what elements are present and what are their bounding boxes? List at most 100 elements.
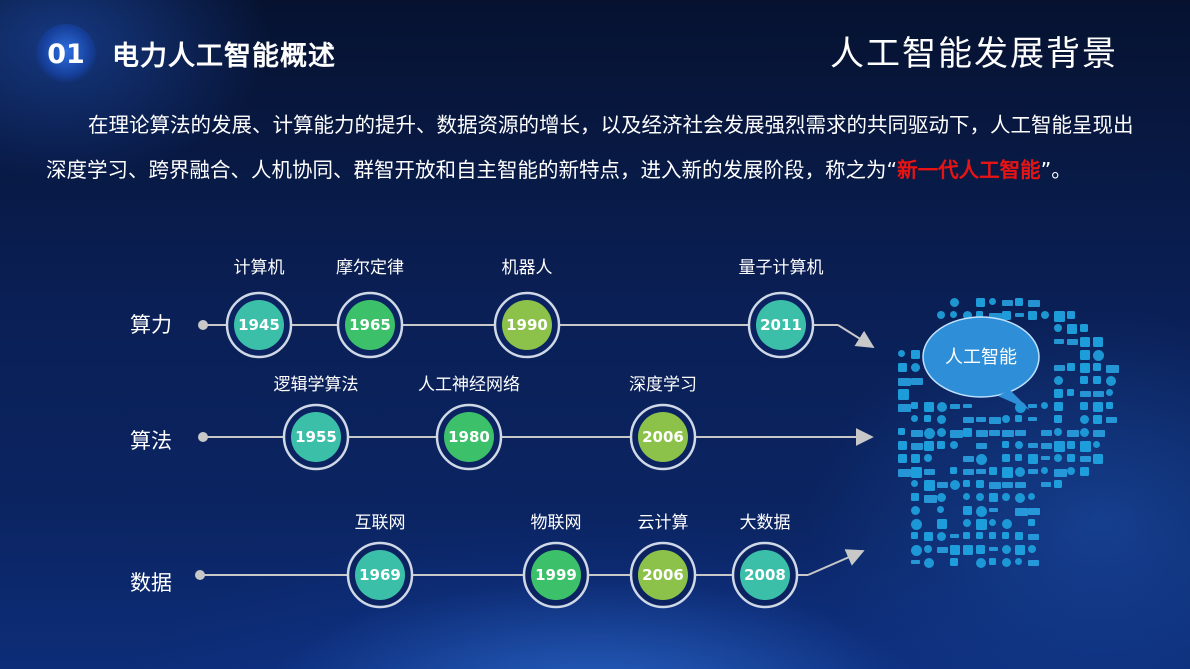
head-icon-dot xyxy=(1106,376,1116,386)
head-icon-tile xyxy=(963,480,970,487)
head-icon-bar xyxy=(963,417,974,423)
head-icon-bar xyxy=(1067,430,1079,437)
head-icon-tile xyxy=(1015,298,1023,306)
head-icon-tile xyxy=(1054,311,1065,322)
head-icon-dot xyxy=(1028,545,1036,553)
head-icon-dot xyxy=(937,506,944,513)
head-icon-bar xyxy=(1067,339,1078,345)
head-icon-dot xyxy=(950,480,960,490)
head-icon-tile xyxy=(1067,454,1075,462)
head-icon-dot xyxy=(1041,311,1049,319)
head-icon-bar xyxy=(1028,443,1038,448)
head-icon-dot xyxy=(937,415,946,424)
head-icon-tile xyxy=(963,545,973,555)
node-year: 1969 xyxy=(359,566,401,584)
node-year: 2006 xyxy=(642,566,684,584)
head-icon-bar xyxy=(950,404,960,409)
head-icon-dot xyxy=(1015,558,1022,565)
intro-paragraph: 在理论算法的发展、计算能力的提升、数据资源的增长，以及经济社会发展强烈需求的共同… xyxy=(46,103,1146,193)
head-icon-dot xyxy=(950,298,959,307)
head-icon-bar xyxy=(1028,404,1037,408)
head-icon-bar xyxy=(1093,430,1105,437)
head-icon-dot xyxy=(950,311,957,318)
head-icon-dot xyxy=(1002,558,1011,567)
head-icon-dot xyxy=(1015,467,1025,477)
head-icon-bar xyxy=(976,469,986,474)
head-icon-tile xyxy=(989,558,996,565)
head-icon-tile xyxy=(924,480,935,491)
head-icon-bar xyxy=(898,469,911,477)
head-icon-tile xyxy=(1067,324,1077,334)
head-icon-dot xyxy=(1002,519,1012,529)
head-icon-bar xyxy=(1015,482,1026,488)
head-icon-dot xyxy=(989,298,996,305)
head-icon-dot xyxy=(911,480,918,487)
head-icon-bar xyxy=(1015,430,1026,436)
head-icon-tile xyxy=(1002,454,1010,462)
head-icon-dot xyxy=(1041,467,1048,474)
head-icon-tile xyxy=(1093,402,1103,412)
head-icon-bar xyxy=(976,443,987,449)
head-icon-tile xyxy=(989,532,996,539)
head-icon-dot xyxy=(1093,441,1100,448)
head-icon-tile xyxy=(1002,467,1013,478)
node-label: 计算机 xyxy=(234,258,285,278)
ai-head-graphic: 人工智能 xyxy=(898,298,1119,568)
head-icon-bar xyxy=(976,430,988,437)
head-icon-tile xyxy=(937,519,947,529)
intro-close-quote: ”。 xyxy=(1040,158,1072,182)
node-year: 2008 xyxy=(744,566,786,584)
head-icon-bar xyxy=(1028,469,1038,474)
head-icon-bar xyxy=(1002,300,1013,306)
head-icon-tile xyxy=(898,363,907,372)
head-icon-bar xyxy=(924,469,935,475)
head-icon-tile xyxy=(1054,402,1063,411)
head-icon-bar xyxy=(911,443,923,450)
head-icon-bar xyxy=(1041,482,1051,487)
head-icon-bar xyxy=(1106,365,1119,373)
head-icon-tile xyxy=(976,480,984,488)
head-icon-tile xyxy=(1002,311,1011,320)
head-icon-bar xyxy=(1002,482,1013,488)
head-icon-bar xyxy=(1080,391,1091,397)
head-icon-tile xyxy=(898,441,907,450)
intro-highlight: 新一代人工智能 xyxy=(897,158,1041,182)
head-icon-dot xyxy=(1054,324,1062,332)
section-title: 电力人工智能概述 xyxy=(112,41,336,72)
head-icon-tile xyxy=(1106,402,1113,409)
head-icon-tile xyxy=(976,545,985,554)
head-icon-bar xyxy=(989,482,1001,489)
head-icon-tile xyxy=(1054,480,1062,488)
head-icon-dot xyxy=(911,506,920,515)
intro-open-quote: “ xyxy=(886,158,898,182)
node-circle xyxy=(291,412,341,462)
page-title: 人工智能发展背景 xyxy=(830,34,1118,74)
head-icon-tile xyxy=(937,441,945,449)
head-icon-bar xyxy=(1041,456,1050,460)
head-icon-dot xyxy=(963,493,970,500)
head-icon-tile xyxy=(1028,311,1037,320)
head-icon-tile xyxy=(976,298,985,307)
head-icon-dot xyxy=(989,519,996,526)
head-icon-tile xyxy=(1080,363,1090,373)
head-icon-tile xyxy=(911,402,918,409)
head-icon-bar xyxy=(1041,443,1052,449)
node-year: 1955 xyxy=(295,428,337,446)
head-icon-dot xyxy=(976,493,984,501)
node-circle xyxy=(740,550,790,600)
head-icon-bar xyxy=(1054,469,1067,477)
node-label: 量子计算机 xyxy=(739,258,824,278)
head-icon-tile xyxy=(1080,350,1090,360)
head-icon-dot xyxy=(1054,376,1063,385)
head-icon-bar xyxy=(1041,430,1052,436)
head-icon-dot xyxy=(1028,493,1035,500)
head-speech-bubble: 人工智能 xyxy=(922,316,1040,410)
